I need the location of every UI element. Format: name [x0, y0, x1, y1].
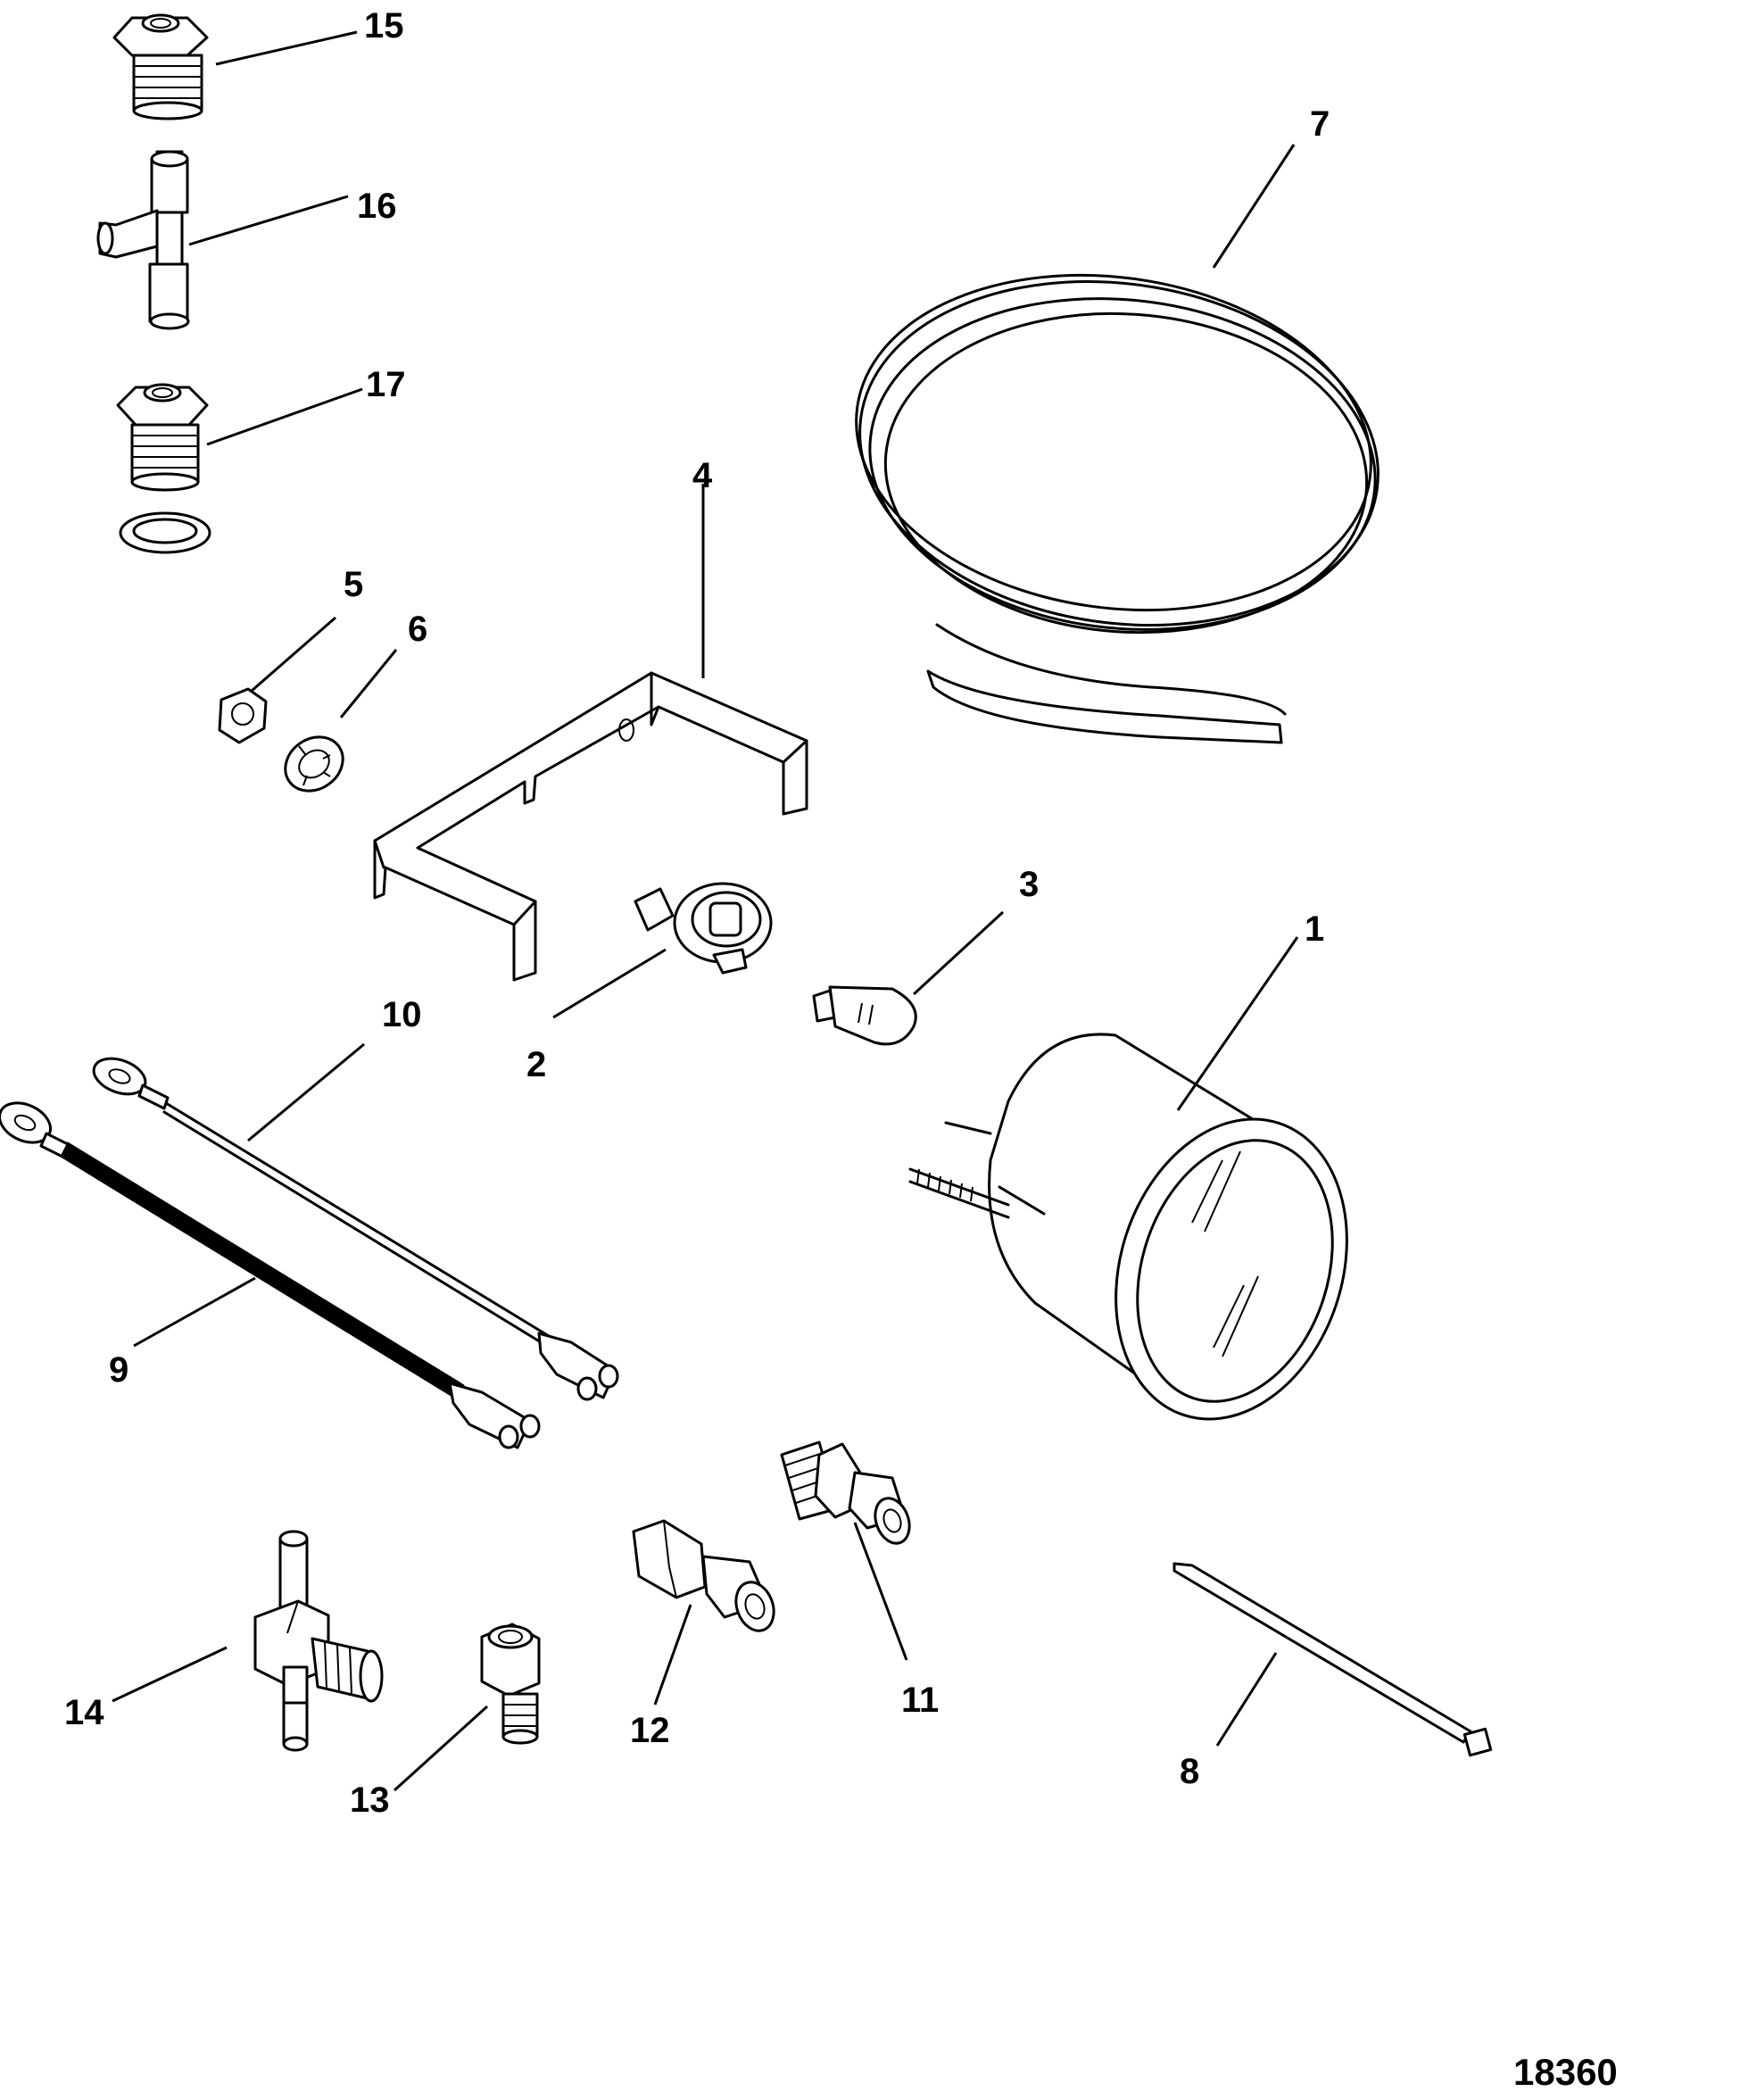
callout-3: 3 — [1019, 865, 1039, 904]
callout-labels: 15 16 17 4 5 6 7 3 1 2 10 9 11 12 13 14 … — [64, 6, 1330, 1820]
part-11-hose-fitting — [780, 1440, 911, 1545]
callout-13: 13 — [350, 1780, 390, 1820]
part-13-hex-barb-nut — [480, 1623, 541, 1745]
part-2-bulb-socket — [634, 882, 773, 975]
part-16-tee-fitting — [96, 150, 190, 330]
part-3-wedge-bulb — [812, 985, 917, 1046]
part-8-cable-tie — [1172, 1562, 1493, 1757]
callout-16: 16 — [357, 187, 397, 226]
part-14-tee-barb — [253, 1530, 384, 1752]
part-17-fitting-with-washer — [116, 383, 211, 554]
part-15-hex-fitting — [112, 13, 209, 120]
callout-2: 2 — [526, 1045, 546, 1084]
callout-5: 5 — [344, 565, 363, 604]
callout-15: 15 — [364, 6, 404, 46]
callout-14: 14 — [64, 1693, 104, 1732]
part-1-gauge — [908, 1033, 1348, 1421]
callout-8: 8 — [1180, 1752, 1199, 1791]
callout-17: 17 — [366, 365, 406, 404]
part-10-ground-wire — [92, 1057, 619, 1401]
part-5-hex-nut — [218, 687, 268, 744]
leader-lines — [112, 30, 1299, 1792]
part-4-bracket — [373, 671, 808, 982]
callout-9: 9 — [109, 1350, 128, 1390]
drawing-number: 18360 — [1513, 2051, 1618, 2093]
callout-10: 10 — [382, 995, 422, 1034]
callout-12: 12 — [630, 1711, 670, 1750]
part-12-hex-barb — [632, 1519, 775, 1632]
callout-11: 11 — [901, 1681, 939, 1720]
part-9-black-wire — [0, 1101, 541, 1449]
part-6-lock-washer — [284, 735, 344, 793]
callout-6: 6 — [408, 610, 427, 649]
callout-1: 1 — [1305, 909, 1324, 949]
part-7-tubing-coil — [855, 273, 1380, 744]
callout-4: 4 — [692, 456, 713, 495]
callout-7: 7 — [1310, 104, 1330, 144]
